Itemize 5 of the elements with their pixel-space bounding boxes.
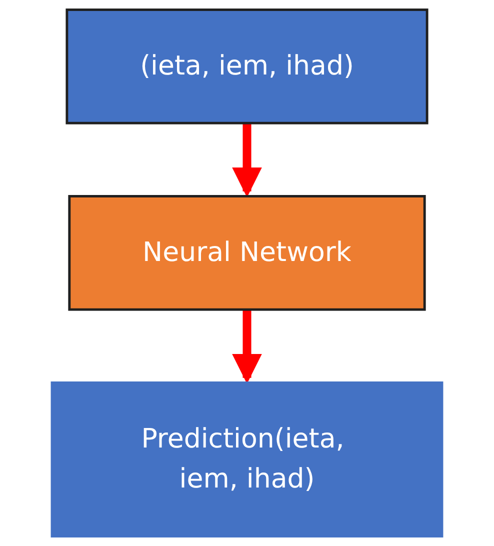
arrow	[232, 123, 262, 198]
arrow	[232, 310, 262, 384]
node-box: (ieta, iem, ihad)	[66, 8, 428, 124]
node-box: Prediction(ieta, iem, ihad)	[50, 381, 444, 538]
node-box: Neural Network	[68, 195, 426, 311]
